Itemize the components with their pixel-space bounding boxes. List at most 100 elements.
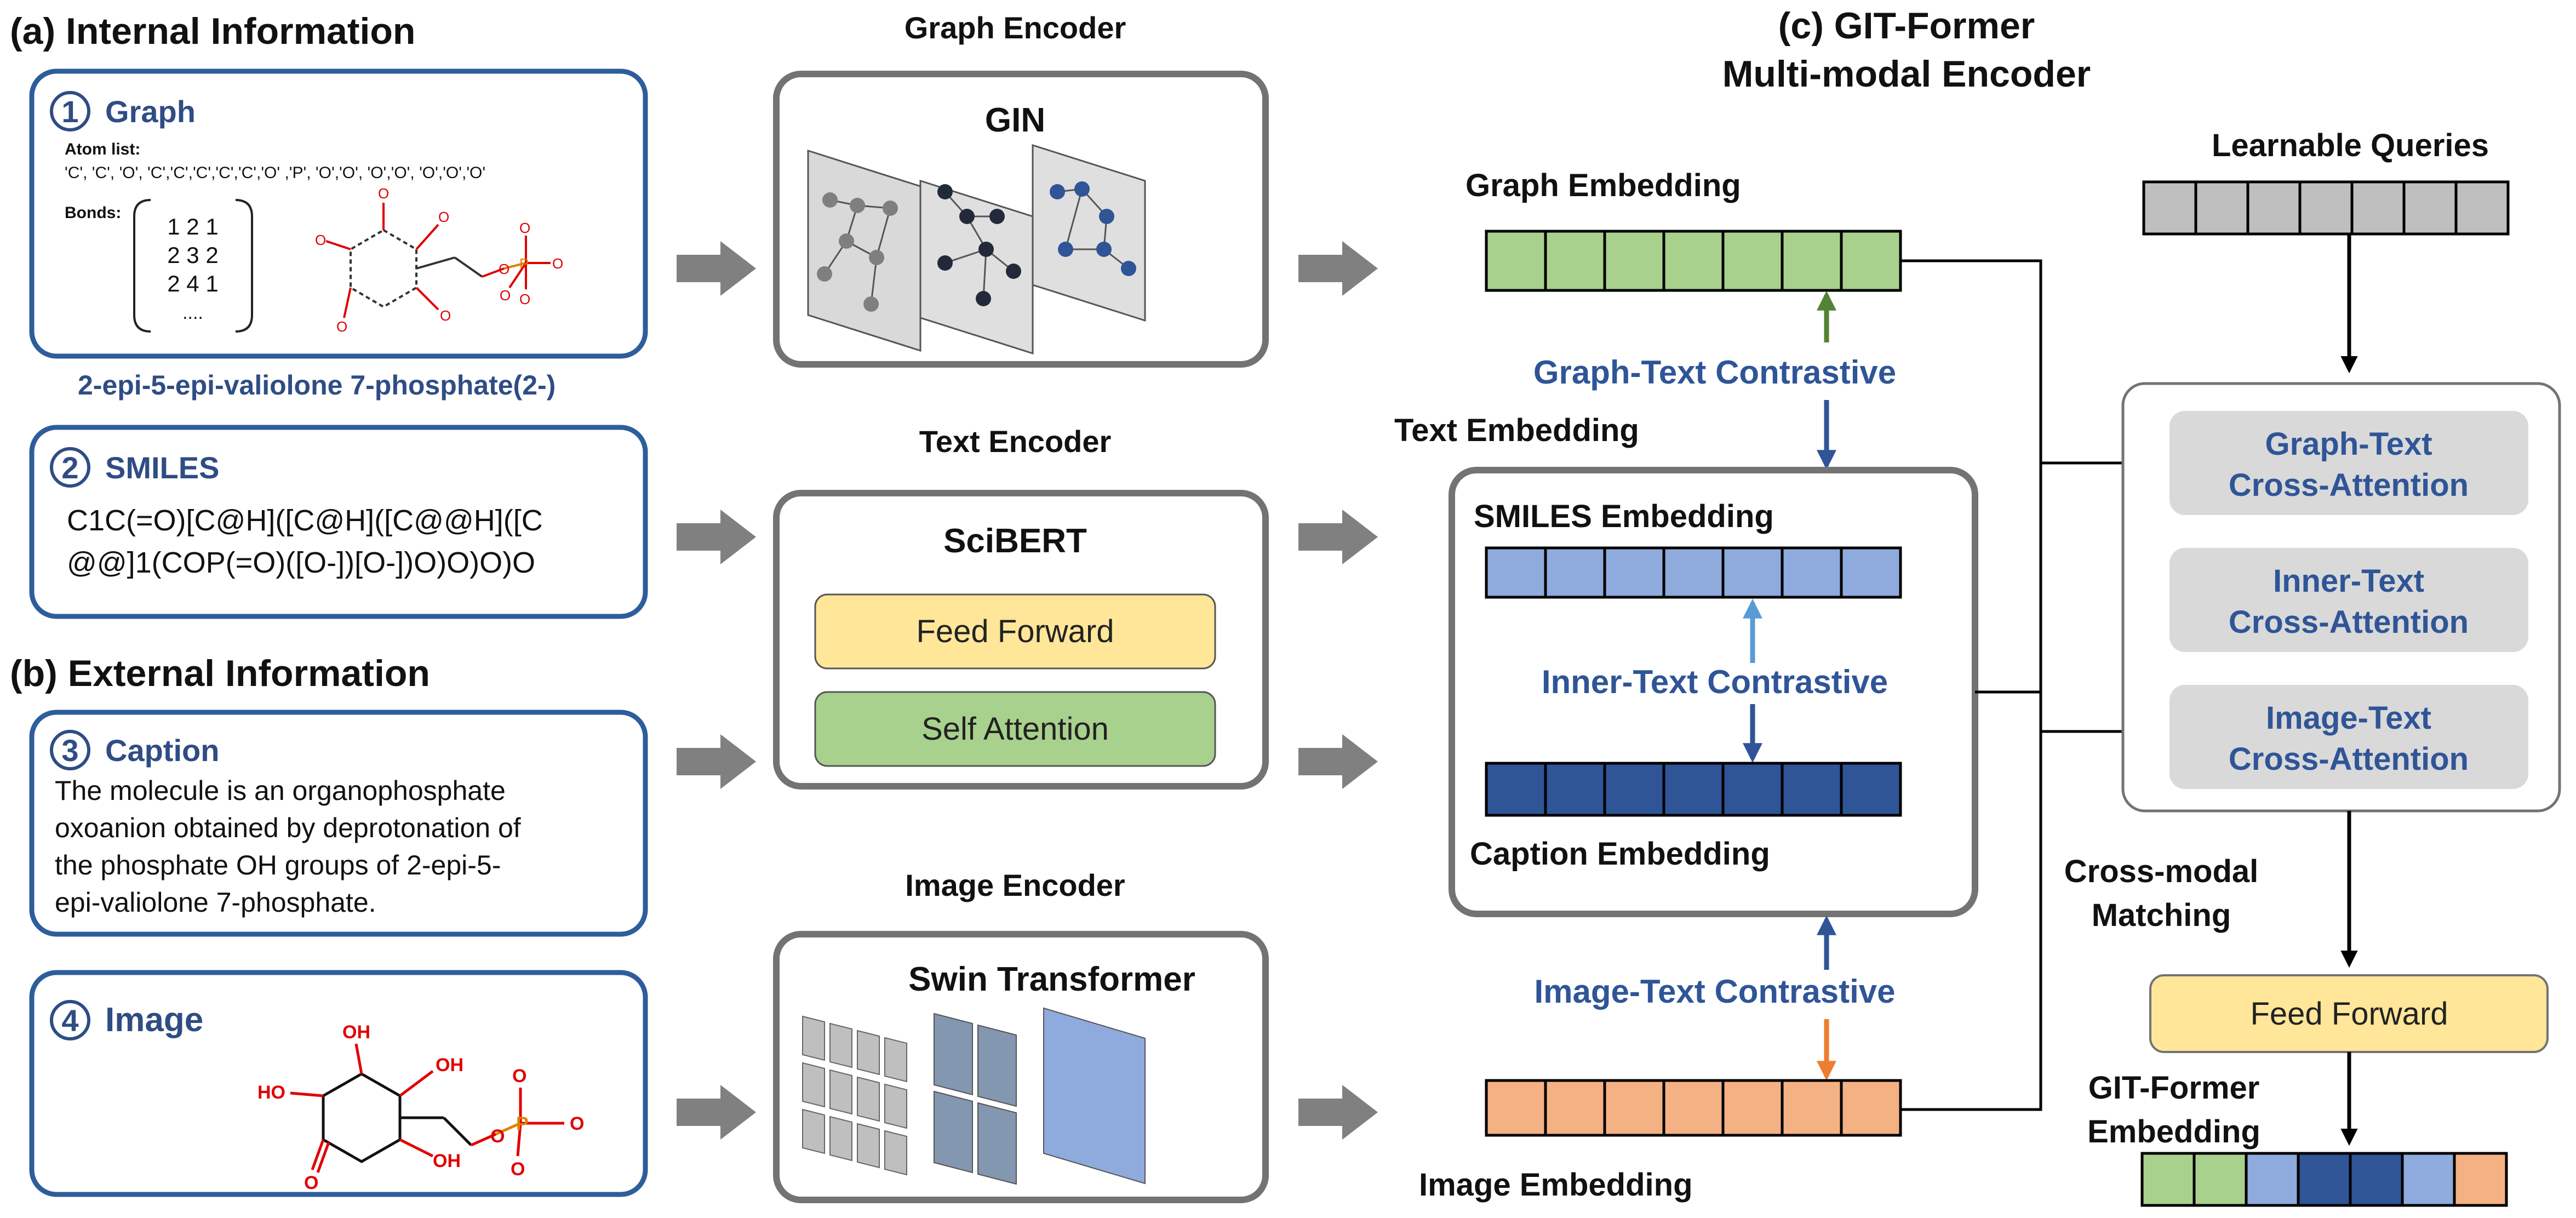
image-embedding-label: Image Embedding [1419,1167,1693,1203]
cross-modal-matching-label: Cross-modal [2064,854,2259,889]
graph-embedding-vector [1485,230,1902,292]
caption-input-number: 3 [61,733,78,768]
svg-text:O: O [440,307,451,324]
encoder-arrows [1298,241,1378,1140]
number-3-icon [50,730,90,770]
inner-text-cross-attention-block [2169,548,2528,652]
graph-input-box: 1 Graph Atom list: 'C', 'C', 'O', 'C','C… [29,68,648,359]
smiles-input-number: 2 [61,450,78,485]
caption-text-line: the phosphate OH groups of 2-epi-5- [55,850,501,880]
cross-modal-matching-label: Matching [2092,897,2231,933]
arrow-right-icon [677,1085,756,1140]
gitformer-embedding-vector [2140,1152,2508,1207]
svg-text:O: O [512,1066,526,1087]
smiles-string-line: C1C(=O)[C@H]([C@H]([C@@H]([C [67,504,543,537]
caption-embedding-vector [1485,762,1902,817]
graph-text-cross-attention-label: Graph-Text [2265,426,2432,462]
image-text-cross-attention-label: Image-Text [2266,700,2431,736]
graph-input-title: Graph [105,94,196,129]
swin-final-feature-map [1043,1007,1146,1185]
atom-list-label: Atom list: [65,140,140,158]
text-encoder-title: Text Encoder [919,424,1112,459]
molecule-atom-labels: O O O O O O O O O O [315,185,563,335]
svg-text:O: O [552,255,563,272]
learnable-queries-label: Learnable Queries [2212,128,2489,163]
image-input-title: Image [105,1001,203,1039]
molecule-structure-graph [325,203,551,318]
svg-text:O: O [438,209,449,225]
gitformer-embedding-label: GIT-Former [2088,1070,2260,1106]
graph-input-number: 1 [61,94,78,129]
bonds-row: 1 2 1 [167,214,218,239]
graph-text-cross-attention-block [2169,411,2528,515]
bonds-row: 2 3 2 [167,242,218,268]
graph-encoder-box: GIN [773,71,1269,368]
cross-attention-stack: Graph-Text Cross-Attention Inner-Text Cr… [2121,382,2561,813]
swin-merged-patches [934,1013,1017,1185]
graph-encoder-title: Graph Encoder [905,10,1126,45]
bonds-matrix-bracket-left [133,199,151,333]
molecule-phosphorus: P [519,255,529,272]
image-encoder-box: Swin Transformer [773,931,1269,1203]
smiles-embedding-label: SMILES Embedding [1474,499,1774,534]
section-gitformer-title-2: Multi-modal Encoder [1722,53,2091,95]
swin-patch-grid [802,1015,907,1176]
bonds-row: 2 4 1 [167,271,218,296]
molecule-name: 2-epi-5-epi-valiolone 7-phosphate(2-) [78,370,556,401]
text-embedding-group: SMILES Embedding Inner-Text Contrastive … [1449,467,1978,917]
bonds-row: .... [182,302,203,323]
svg-text:O: O [499,261,510,277]
inner-text-cross-attention-label: Cross-Attention [2229,604,2469,640]
image-input-box: 4 Image OH OH HO O OH O O O [29,970,648,1197]
learnable-queries-vector [2142,180,2510,236]
text-encoder-feed-forward-label: Feed Forward [916,614,1114,649]
caption-input-box: 3 Caption The molecule is an organophosp… [29,710,648,937]
arrow-right-icon [1298,510,1378,564]
bonds-matrix-bracket-right [235,199,253,333]
text-encoder-self-attention-label: Self Attention [921,711,1109,747]
smiles-string-line: @@]1(COP(=O)([O-])[O-])O)O)O)O [67,546,535,579]
number-4-icon [50,1000,90,1040]
image-encoder-title: Image Encoder [905,868,1125,902]
arrow-right-icon [1298,241,1378,296]
text-encoder-feed-forward [814,593,1216,670]
graph-text-contrastive-label: Graph-Text Contrastive [1533,354,1896,391]
smiles-input-title: SMILES [105,450,219,485]
number-1-icon [50,91,90,131]
inner-text-cross-attention-label: Inner-Text [2273,563,2424,599]
svg-text:O: O [336,318,347,335]
caption-input-title: Caption [105,733,219,768]
gnn-layer-2 [919,179,1034,355]
graph-embedding-label: Graph Embedding [1466,168,1741,203]
section-gitformer-title-1: (c) GIT-Former [1778,5,2035,47]
svg-text:OH: OH [436,1055,463,1076]
smiles-input-box: 2 SMILES C1C(=O)[C@H]([C@H]([C@@H]([C @@… [29,425,648,619]
gin-label: GIN [985,101,1045,139]
text-encoder-self-attention [814,691,1216,767]
svg-text:O: O [315,232,326,248]
molecule-image-labels: OH OH HO O OH O O O O [257,1022,584,1193]
image-input-number: 4 [61,1003,78,1038]
caption-text-line: The molecule is an organophosphate [55,775,506,806]
arrow-right-icon [1298,1085,1378,1140]
arrow-right-icon [677,734,756,789]
svg-text:OH: OH [342,1022,370,1043]
svg-text:O: O [519,220,530,236]
atom-list-values: 'C', 'C', 'O', 'C','C','C','C','C','O' ,… [65,164,485,182]
arrow-right-icon [677,241,756,296]
arrow-right-icon [1298,734,1378,789]
molecule-image-phosphorus: P [516,1113,529,1134]
svg-text:O: O [519,291,530,307]
swin-label: Swin Transformer [908,960,1195,998]
image-text-cross-attention-block [2169,685,2528,789]
svg-text:O: O [304,1173,318,1193]
svg-text:O: O [490,1126,505,1147]
svg-text:OH: OH [433,1151,461,1171]
section-internal-title: (a) Internal Information [10,10,415,52]
image-embedding-vector [1485,1079,1902,1137]
caption-text-line: oxoanion obtained by deprotonation of [55,813,521,843]
text-encoder-box: SciBERT Feed Forward Self Attention [773,490,1269,790]
scibert-label: SciBERT [943,522,1087,560]
svg-text:HO: HO [257,1082,285,1103]
